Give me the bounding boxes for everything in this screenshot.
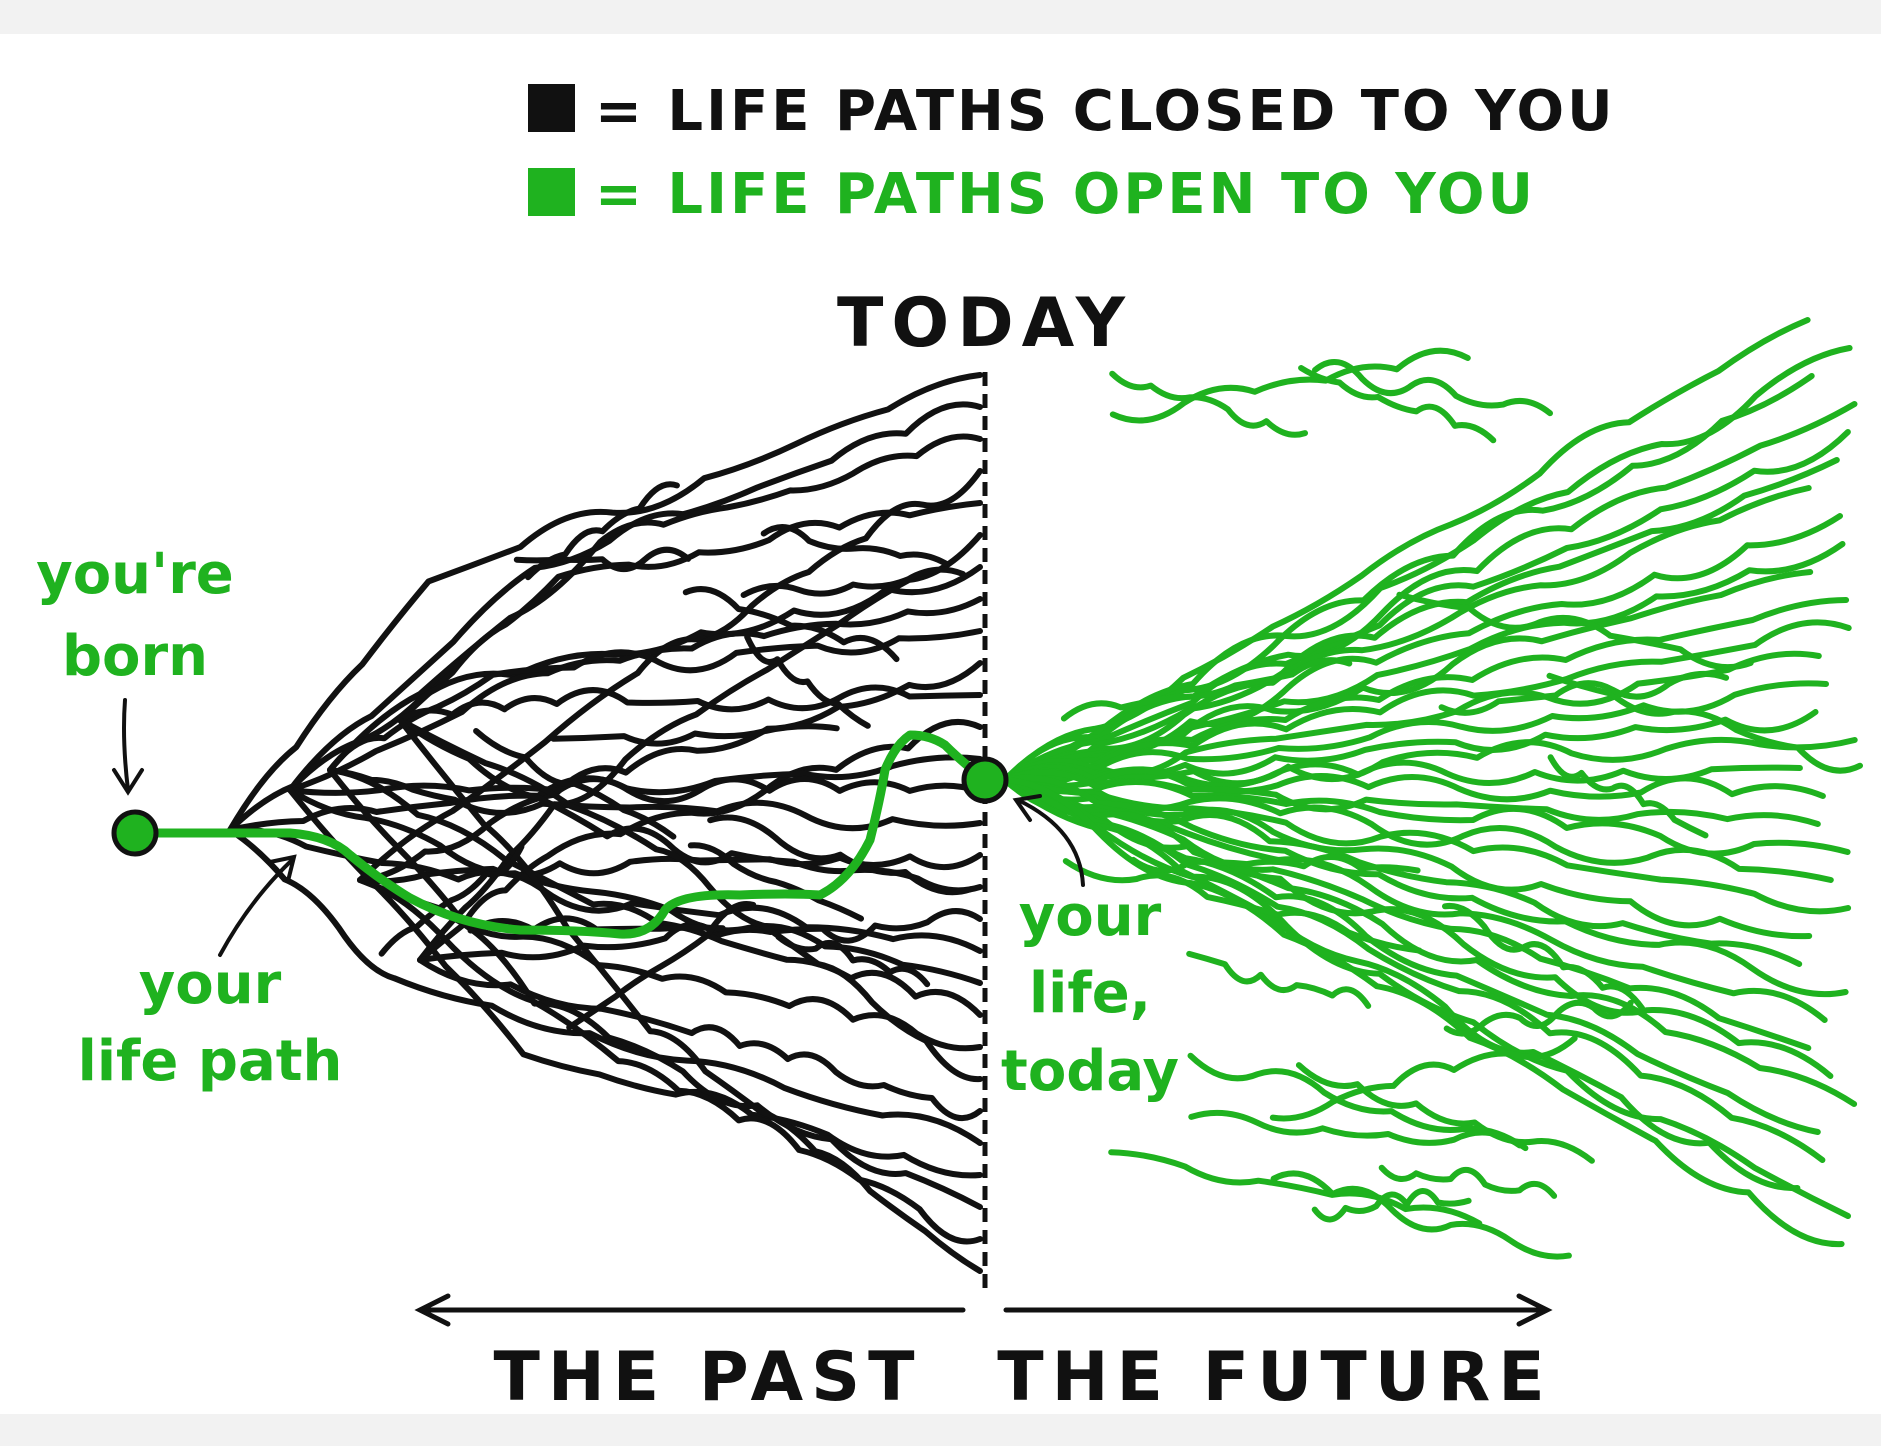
legend-closed-label: = LIFE PATHS CLOSED TO YOU — [595, 79, 1616, 144]
past-crosslink — [566, 900, 757, 1031]
past-branch — [397, 717, 983, 1083]
future-branch — [1002, 774, 1849, 998]
bottom-band — [0, 1414, 1881, 1446]
past-branch — [357, 877, 983, 1245]
future-crosslink — [1298, 365, 1497, 444]
past-branch — [397, 717, 983, 1274]
past-branch — [397, 500, 983, 723]
past-branch — [287, 787, 983, 1179]
future-branch — [1002, 777, 1812, 1051]
future-crosslink — [1442, 902, 1646, 1012]
future-crosslink — [1269, 1035, 1578, 1122]
future-branch — [1002, 777, 1858, 1107]
past-branch — [397, 684, 983, 723]
past-branch — [327, 767, 983, 1210]
future-branch — [1002, 777, 1826, 1163]
past-crosslink — [473, 728, 677, 840]
future-crosslink — [1311, 1188, 1472, 1223]
past-crosslink — [525, 481, 680, 581]
future-branch — [1002, 777, 1852, 915]
past-label: THE PAST — [493, 1338, 922, 1417]
today-life-line2: life, — [1029, 961, 1151, 1026]
past-paths — [227, 372, 983, 1274]
legend-open-swatch — [528, 168, 575, 216]
born-label-line1: you're — [36, 542, 234, 607]
past-crosslink — [775, 933, 931, 988]
future-branch — [1002, 619, 1852, 784]
past-branch — [327, 433, 983, 773]
future-crosslink — [1547, 754, 1709, 839]
future-branch — [1002, 401, 1858, 783]
future-arrow — [1003, 1293, 1553, 1327]
future-crosslink — [1109, 347, 1471, 424]
past-crosslink — [687, 842, 864, 922]
future-crosslink — [1109, 370, 1308, 438]
future-label: THE FUTURE — [997, 1338, 1553, 1417]
path-label-line1: your — [139, 952, 282, 1017]
future-branch — [1002, 736, 1858, 787]
future-crosslink — [1443, 999, 1634, 1037]
born-label-line2: born — [62, 624, 208, 689]
past-branch — [227, 564, 983, 833]
past-branch — [287, 776, 983, 805]
past-crosslink — [744, 634, 871, 729]
legend: = LIFE PATHS CLOSED TO YOU = LIFE PATHS … — [528, 79, 1616, 227]
future-crosslink — [1060, 657, 1353, 722]
past-crosslink — [740, 566, 966, 598]
past-crosslink — [707, 814, 974, 896]
past-branch — [357, 660, 983, 883]
today-label: TODAY — [837, 284, 1133, 363]
future-branch — [1002, 767, 1826, 803]
future-branch — [1002, 777, 1813, 940]
future-crosslink — [1378, 1164, 1558, 1199]
today-arrow — [1012, 794, 1085, 887]
future-crosslink — [1295, 1062, 1595, 1164]
path-label-line2: life path — [78, 1029, 343, 1094]
born-arrow — [112, 698, 144, 796]
past-branch — [287, 787, 983, 986]
future-paths — [1002, 317, 1863, 1260]
past-crosslink — [378, 843, 525, 957]
future-crosslink — [1312, 359, 1553, 417]
future-crosslink — [1108, 1149, 1483, 1227]
past-branch — [327, 767, 983, 832]
past-branch — [417, 957, 983, 1122]
future-branch — [1002, 777, 1801, 1192]
past-crosslink — [550, 723, 840, 747]
today-life-line1: your — [1019, 884, 1162, 949]
future-crosslink — [1186, 950, 1372, 1009]
legend-open-label: = LIFE PATHS OPEN TO YOU — [595, 162, 1536, 227]
past-branch — [227, 827, 983, 1146]
future-branch — [1002, 429, 1851, 783]
past-arrow — [414, 1293, 966, 1327]
future-crosslink — [1062, 858, 1423, 954]
past-crosslink — [682, 586, 900, 663]
future-crosslink — [1546, 672, 1863, 774]
top-band — [0, 0, 1881, 34]
future-crosslink — [1270, 1170, 1572, 1260]
future-crosslink — [1396, 591, 1754, 671]
future-crosslink — [1438, 670, 1730, 716]
legend-closed-swatch — [528, 84, 575, 132]
future-crosslink — [1130, 853, 1421, 874]
your-life-path — [131, 730, 990, 939]
past-branch — [327, 628, 983, 773]
past-crosslink — [760, 524, 949, 567]
today-life-line3: today — [1001, 1039, 1179, 1104]
past-branch — [357, 852, 983, 885]
past-branch — [227, 372, 983, 833]
future-crosslink — [1187, 1052, 1529, 1152]
today-node — [961, 756, 1009, 804]
past-branch — [417, 718, 983, 963]
birth-node — [111, 809, 159, 857]
future-crosslink — [1188, 1109, 1523, 1149]
path-arrow — [218, 854, 297, 957]
